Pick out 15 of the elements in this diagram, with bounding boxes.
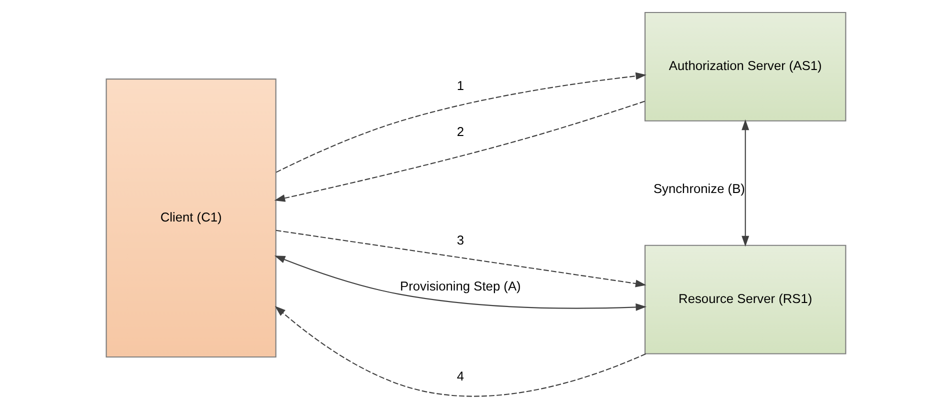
edge-label: 1 bbox=[456, 78, 464, 93]
edge-label: 4 bbox=[456, 368, 464, 384]
arrow bbox=[274, 100, 644, 202]
arrow bbox=[275, 230, 646, 288]
edge-label: 2 bbox=[456, 124, 464, 140]
arrow bbox=[741, 119, 749, 247]
edge-label: Provisioning Step (A) bbox=[400, 278, 520, 294]
arrow bbox=[274, 306, 646, 397]
edge-label: 3 bbox=[456, 232, 464, 248]
node-box: Resource Server (RS1) bbox=[644, 244, 846, 354]
node-box: Client (C1) bbox=[105, 78, 276, 358]
arrow bbox=[275, 72, 646, 173]
edge-label: Synchronize (B) bbox=[652, 181, 744, 196]
arrow bbox=[274, 256, 646, 311]
node-box: Authorization Server (AS1) bbox=[644, 12, 846, 122]
